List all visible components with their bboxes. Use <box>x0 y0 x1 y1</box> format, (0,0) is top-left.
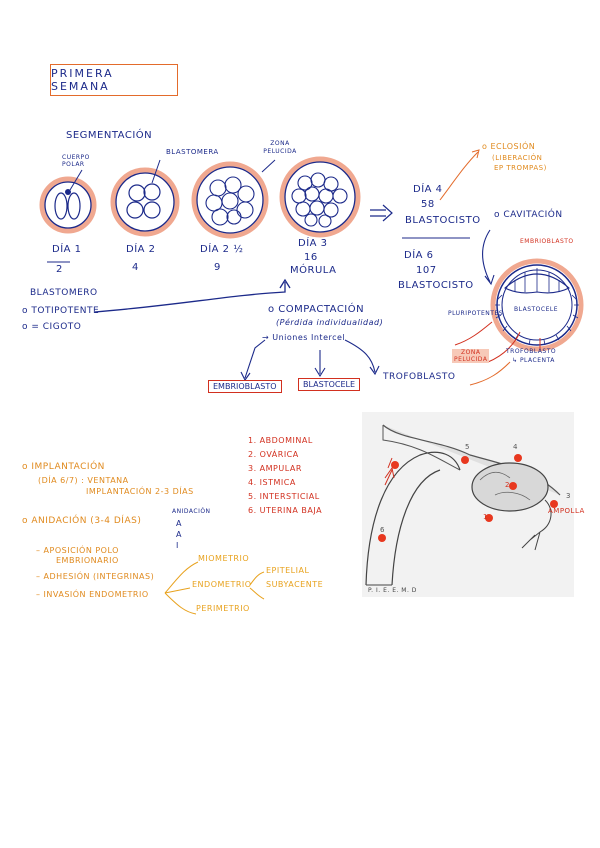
figure-number-2: 2 <box>505 481 510 489</box>
stage-1-day: DÍA 1 <box>52 244 82 255</box>
figure-number-3: 3 <box>566 492 571 500</box>
stage-4-count: 16 <box>304 252 318 263</box>
nidation-letters-heading: ANIDACIÓN <box>172 508 211 515</box>
nidation-letter-i: I <box>176 541 179 550</box>
figure-number-4: 4 <box>513 443 518 451</box>
n58-label: 58 <box>421 199 435 210</box>
blastomera-label: BLASTOMERA <box>166 148 219 156</box>
blastocyst-embrioblasto-label: EMBRIOBLASTO <box>520 238 574 245</box>
trofoblasto-label: TROFOBLASTO <box>383 372 456 382</box>
stage-4-day: DÍA 3 <box>298 238 328 249</box>
stage-4-name: MÓRULA <box>290 265 337 276</box>
unions-text: Uniones Intercel <box>272 333 346 342</box>
bullet-totipotente: o TOTIPOTENTE <box>22 306 100 316</box>
implantation-line-1: (DÍA 6/7) : VENTANA <box>38 476 129 485</box>
blastocisto-label-1: BLASTOCISTO <box>405 215 481 226</box>
location-3: 3. AMPULAR <box>248 464 302 473</box>
eclosion-text: ECLOSIÓN <box>490 142 536 151</box>
blastocyst-blastocele-label: BLASTOCELE <box>514 306 559 313</box>
zona-text-1: ZONA <box>461 349 481 356</box>
ampolla-label: AMPOLLA <box>548 507 585 515</box>
pluripotentes-label: PLURIPOTENTES <box>448 310 504 317</box>
nidation-letter-a2: A <box>176 530 182 539</box>
placenta-text: PLACENTA <box>519 357 555 364</box>
stage-2-count: 4 <box>132 262 139 273</box>
location-1: 1. ABDOMINAL <box>248 436 313 445</box>
blastocele-box: BLASTOCELE <box>298 378 361 391</box>
location-2: 2. OVÁRICA <box>248 450 299 459</box>
invasion-text: INVASIÓN ENDOMETRIO <box>43 590 149 599</box>
figure-caption: P. I. E. E. M. D <box>368 587 417 594</box>
cavitacion-heading: o CAVITACIÓN <box>494 210 563 220</box>
stage-1-count: 2 <box>56 264 63 275</box>
blastocisto-label-2: BLASTOCISTO <box>398 280 474 291</box>
segmentation-heading: SEGMENTACIÓN <box>66 130 153 141</box>
embryo-stage-2 <box>110 167 180 237</box>
layer-miometrio: MIOMETRIO <box>198 554 250 563</box>
n107-label: 107 <box>416 265 437 276</box>
implantation-line-2: IMPLANTACIÓN 2-3 DÍAS <box>86 487 194 496</box>
implantation-text: IMPLANTACIÓN <box>31 462 105 472</box>
day4-label: DÍA 4 <box>413 184 443 195</box>
page-title: PRIMERA SEMANA <box>50 64 178 96</box>
nidation-heading: o ANIDACIÓN (3-4 DÍAS) <box>22 516 142 526</box>
zona-pelucida-tag: ZONA PELUCIDA <box>452 349 490 363</box>
figure-number-1: 1 <box>483 513 488 521</box>
eclosion-heading: o ECLOSIÓN <box>482 142 536 151</box>
stage-3-day: DÍA 2 ½ <box>200 244 244 255</box>
eclosion-detail-1: (LIBERACIÓN <box>492 154 543 162</box>
layer-endometrio: ENDOMETRIO <box>192 580 252 589</box>
embrioblasto-box: EMBRIOBLASTO <box>208 380 282 393</box>
compaction-text: COMPACTACIÓN <box>278 304 365 315</box>
unions-label: → Uniones Intercel <box>262 333 346 342</box>
cigoto-text: = CIGOTO <box>31 322 82 332</box>
figure-number-5: 5 <box>465 443 470 451</box>
compaction-heading: o COMPACTACIÓN <box>268 304 365 315</box>
adhesion-text: ADHESIÓN (INTEGRINAS) <box>43 572 155 581</box>
zona-pelucida-label: ZONA PELUCIDA <box>263 140 297 155</box>
bullet-cigoto: o = CIGOTO <box>22 322 82 332</box>
layer-perimetrio: PERIMETRIO <box>196 604 250 613</box>
zona-text-2: PELUCIDA <box>454 356 488 363</box>
uterine-tube-figure <box>362 412 574 597</box>
location-6: 6. UTERINA BAJA <box>248 506 323 515</box>
embryo-stage-2-5 <box>191 161 269 239</box>
zygote-stage-1 <box>39 176 97 234</box>
location-4: 4. ISTMICA <box>248 478 296 487</box>
cavitacion-text: CAVITACIÓN <box>503 210 563 220</box>
totipotente-text: TOTIPOTENTE <box>31 306 100 316</box>
stage-2-day: DÍA 2 <box>126 244 156 255</box>
trofoblasto-placenta-2: ↳ PLACENTA <box>512 357 555 364</box>
nidation-item-3: – INVASIÓN ENDOMETRIO <box>36 590 149 599</box>
nidation-item-1b: EMBRIONARIO <box>56 556 119 565</box>
figure-number-6: 6 <box>380 526 385 534</box>
stage-3-count: 9 <box>214 262 221 273</box>
implantation-heading: o IMPLANTACIÓN <box>22 462 105 472</box>
morula-stage-3 <box>279 156 361 238</box>
location-5: 5. INTERSTICIAL <box>248 492 320 501</box>
day6-label: DÍA 6 <box>404 250 434 261</box>
blastocyst-drawing <box>490 258 584 352</box>
blastomero-label: BLASTOMERO <box>30 288 98 298</box>
aposicion-text: APOSICIÓN POLO <box>43 546 119 555</box>
trofoblasto-placenta-1: TROFOBLASTO <box>506 348 557 355</box>
corpus-polar-label: CUERPO POLAR <box>62 154 90 168</box>
eclosion-detail-2: EP TROMPAS) <box>494 164 547 172</box>
sublayer-subyacente: SUBYACENTE <box>266 580 324 589</box>
nidation-text: ANIDACIÓN (3-4 DÍAS) <box>31 516 142 526</box>
compaction-detail: (Pérdida individualidad) <box>276 318 384 327</box>
nidation-item-1: – APOSICIÓN POLO <box>36 546 119 555</box>
sublayer-epitelial: EPITELIAL <box>266 566 310 575</box>
nidation-item-2: – ADHESIÓN (INTEGRINAS) <box>36 572 155 581</box>
nidation-letter-a1: A <box>176 519 182 528</box>
